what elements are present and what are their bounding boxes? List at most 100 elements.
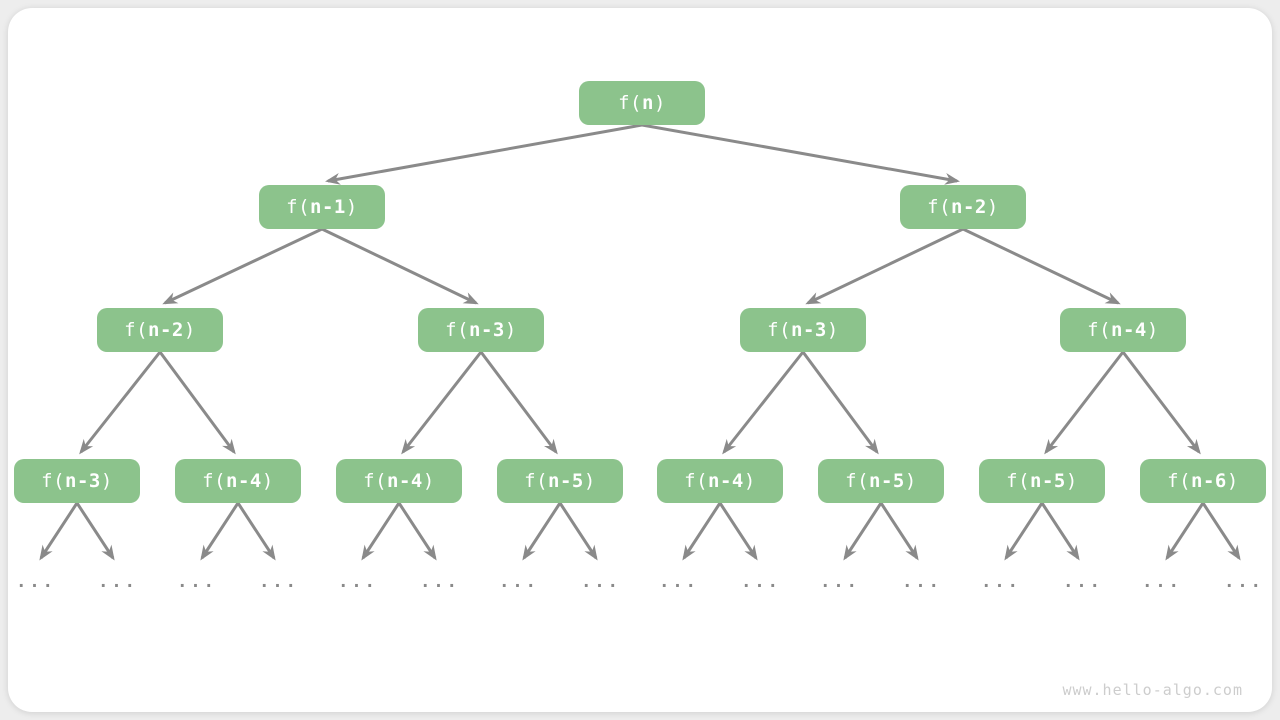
leaf-ellipsis: ... [1063, 572, 1103, 592]
edge-arrow [361, 502, 401, 561]
node-label-arg: n-4 [387, 470, 423, 492]
node-label-prefix: f( [618, 92, 642, 114]
edge-arrow [558, 502, 598, 561]
node-label-suffix: ) [1146, 319, 1159, 341]
node-label-prefix: f( [845, 470, 870, 492]
edge-arrow [879, 502, 919, 561]
node-label-prefix: f( [445, 319, 470, 341]
edge-arrow [522, 502, 562, 561]
node-label-suffix: ) [653, 92, 666, 114]
edge-arrow [962, 227, 1121, 305]
edge-arrow [1040, 502, 1080, 561]
leaf-ellipsis: ... [259, 572, 299, 592]
edge-arrow [236, 502, 276, 561]
node-label-suffix: ) [743, 470, 756, 492]
node-label-prefix: f( [124, 319, 149, 341]
leaf-ellipsis: ... [902, 572, 942, 592]
edge-arrow [718, 502, 758, 561]
node-label-prefix: f( [202, 470, 227, 492]
node-label-prefix: f( [767, 319, 792, 341]
edge-arrow [805, 227, 964, 305]
edge-arrow [75, 502, 115, 561]
edge-arrow [401, 351, 483, 455]
node-label-suffix: ) [1065, 470, 1078, 492]
edge-arrow [1121, 351, 1201, 455]
leaf-ellipsis: ... [741, 572, 781, 592]
tree-node: f(n-4) [175, 459, 301, 503]
node-label-suffix: ) [422, 470, 435, 492]
edge-arrow [162, 227, 323, 305]
leaf-ellipsis: ... [420, 572, 460, 592]
node-label-arg: n-4 [226, 470, 262, 492]
edge-arrow [79, 351, 162, 455]
node-label-arg: n-5 [548, 470, 584, 492]
edge-arrow [843, 502, 883, 561]
leaf-ellipsis: ... [1142, 572, 1182, 592]
leaf-ellipsis: ... [338, 572, 378, 592]
node-label-arg: n-6 [1191, 470, 1227, 492]
node-label-prefix: f( [1087, 319, 1112, 341]
tree-node: f(n-4) [336, 459, 462, 503]
edge-arrow [200, 502, 240, 561]
tree-node: f(n-5) [818, 459, 944, 503]
edge-arrow [1201, 502, 1241, 561]
edge-arrow [39, 502, 79, 561]
node-label-suffix: ) [183, 319, 196, 341]
node-label-suffix: ) [345, 196, 358, 218]
node-label-prefix: f( [684, 470, 709, 492]
edge-arrow [325, 123, 643, 185]
node-label-arg: n-2 [951, 196, 987, 218]
edge-arrow [321, 227, 479, 305]
leaf-ellipsis: ... [820, 572, 860, 592]
leaf-ellipsis: ... [981, 572, 1021, 592]
node-label-arg: n-4 [708, 470, 744, 492]
node-label-suffix: ) [504, 319, 517, 341]
node-label-suffix: ) [583, 470, 596, 492]
edge-arrow [641, 123, 960, 185]
tree-node: f(n-3) [418, 308, 544, 352]
node-label-suffix: ) [1226, 470, 1239, 492]
node-label-arg: n-4 [1111, 319, 1147, 341]
node-label-arg: n-3 [469, 319, 505, 341]
edge-arrow [722, 351, 805, 455]
node-label-prefix: f( [1167, 470, 1192, 492]
node-label-suffix: ) [904, 470, 917, 492]
edge-arrow [1004, 502, 1044, 561]
edge-arrow [158, 351, 236, 455]
node-label-suffix: ) [100, 470, 113, 492]
leaf-ellipsis: ... [16, 572, 56, 592]
node-label-prefix: f( [1006, 470, 1031, 492]
tree-node: f(n-1) [259, 185, 385, 229]
tree-node: f(n-5) [979, 459, 1105, 503]
tree-node: f(n-3) [740, 308, 866, 352]
node-label-arg: n-2 [148, 319, 184, 341]
node-label-suffix: ) [261, 470, 274, 492]
edge-arrow [801, 351, 879, 455]
leaf-ellipsis: ... [659, 572, 699, 592]
node-label-arg: n-5 [869, 470, 905, 492]
tree-node: f(n) [579, 81, 705, 125]
tree-node: f(n-6) [1140, 459, 1266, 503]
edge-arrow [1165, 502, 1205, 561]
node-label-prefix: f( [363, 470, 388, 492]
edge-arrow [682, 502, 722, 561]
leaf-ellipsis: ... [581, 572, 621, 592]
leaf-ellipsis: ... [98, 572, 138, 592]
node-label-prefix: f( [927, 196, 952, 218]
node-label-arg: n-3 [791, 319, 827, 341]
node-label-arg: n-5 [1030, 470, 1066, 492]
node-label-arg: n [641, 92, 654, 114]
node-label-prefix: f( [286, 196, 311, 218]
node-label-suffix: ) [826, 319, 839, 341]
leaf-ellipsis: ... [1224, 572, 1264, 592]
leaf-ellipsis: ... [499, 572, 539, 592]
edge-arrow [397, 502, 437, 561]
node-label-prefix: f( [524, 470, 549, 492]
tree-node: f(n-2) [97, 308, 223, 352]
node-label-arg: n-3 [65, 470, 101, 492]
node-label-prefix: f( [41, 470, 66, 492]
node-label-arg: n-1 [310, 196, 346, 218]
node-label-suffix: ) [986, 196, 999, 218]
